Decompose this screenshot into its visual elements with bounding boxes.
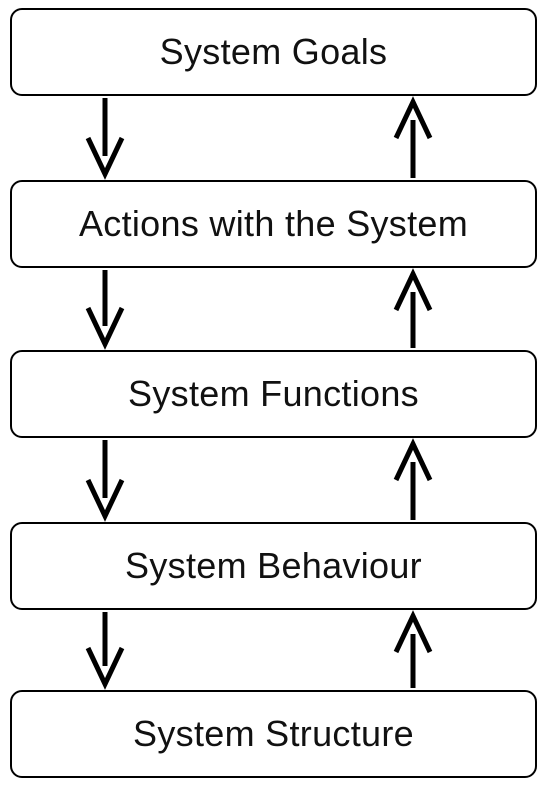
level-box-system-goals: System Goals [10,8,537,96]
level-box-system-behaviour: System Behaviour [10,522,537,610]
level-label: System Goals [159,31,388,72]
level-box-system-functions: System Functions [10,350,537,438]
up-arrow-icon [393,96,433,178]
down-arrow-icon [85,612,125,690]
level-label: System Structure [133,713,414,754]
level-box-system-structure: System Structure [10,690,537,778]
up-arrow-icon [393,268,433,348]
level-label: Actions with the System [78,203,469,244]
level-box-actions-with-the-system: Actions with the System [10,180,537,268]
level-label: System Behaviour [125,545,422,586]
down-arrow-icon [85,98,125,180]
down-arrow-icon [85,440,125,522]
up-arrow-icon [393,610,433,688]
up-arrow-icon [393,438,433,520]
level-label: System Functions [128,373,419,414]
down-arrow-icon [85,270,125,350]
